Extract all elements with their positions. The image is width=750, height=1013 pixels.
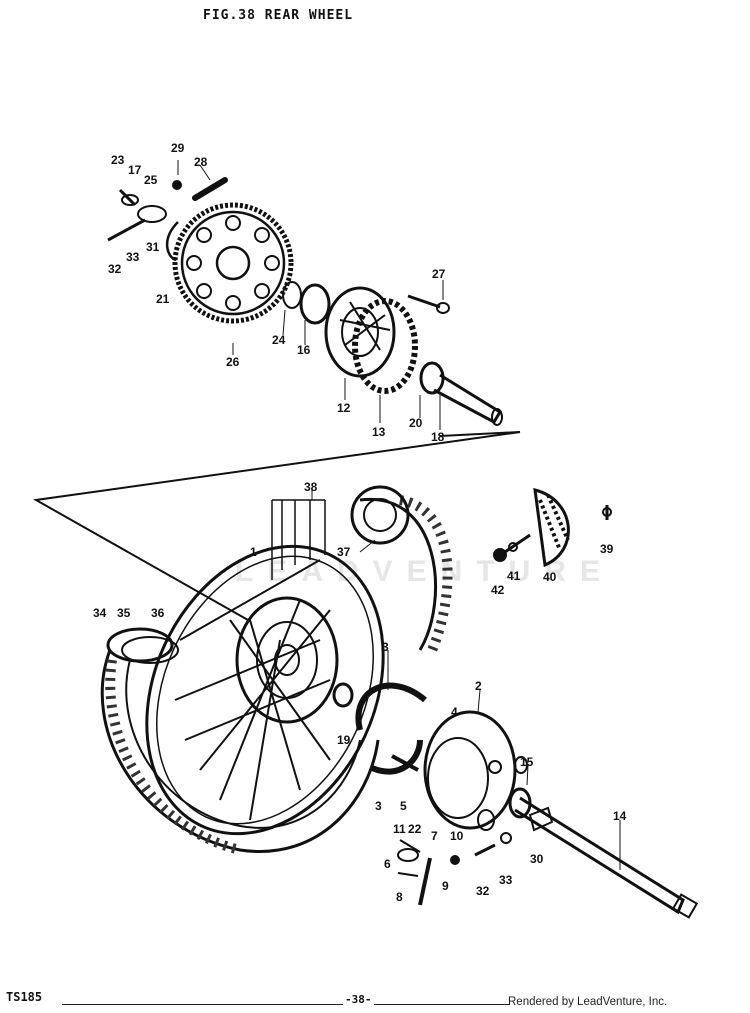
callout-label: 42 (491, 583, 505, 597)
callout-labels: 2317252928323331212624162712132018383740… (93, 141, 627, 904)
callout-label: 37 (337, 545, 351, 559)
chain-adjuster (493, 488, 612, 568)
spoke-set-lines (271, 499, 326, 580)
callout-label: 19 (337, 733, 351, 747)
callout-label: 40 (543, 570, 557, 584)
callout-label: 4 (451, 705, 458, 719)
callout-label: 15 (520, 755, 534, 769)
callout-label: 26 (226, 355, 240, 369)
callout-label: 20 (409, 416, 423, 430)
callout-label: 22 (408, 822, 422, 836)
rear-hub (235, 485, 410, 724)
brake-panel (423, 710, 517, 831)
callout-label: 36 (151, 606, 165, 620)
callout-label: 27 (432, 267, 446, 281)
callout-label: 39 (600, 542, 614, 556)
callout-label: 29 (171, 141, 185, 155)
callout-label: 35 (117, 606, 131, 620)
brake-cam-lever-parts (397, 832, 512, 906)
callout-label: 31 (146, 240, 160, 254)
callout-label: 30 (530, 852, 544, 866)
callout-label: 14 (613, 809, 627, 823)
callout-label: 17 (128, 163, 142, 177)
inner-tube-and-rim-band (106, 627, 179, 664)
callout-label: 16 (297, 343, 311, 357)
sprocket-bolts-and-washers (107, 177, 228, 262)
callout-label: 13 (372, 425, 386, 439)
callout-label: 24 (272, 333, 286, 347)
callout-label: 23 (111, 153, 125, 167)
callout-label: 1 (250, 545, 257, 559)
watermark-text: LEADVENTURE (235, 555, 615, 588)
callout-label: 5 (400, 799, 407, 813)
sprocket-hub-assembly (282, 281, 503, 426)
footer-rule (62, 1004, 510, 1005)
wheel-rim-and-spokes (145, 544, 385, 836)
callout-label: 3 (375, 799, 382, 813)
callout-label: 32 (476, 884, 490, 898)
callout-label: 10 (450, 829, 464, 843)
callout-label: 11 (393, 822, 406, 836)
callout-label: 33 (499, 873, 513, 887)
callout-label: 2 (475, 679, 482, 693)
callout-label: 38 (304, 480, 318, 494)
assembly-guide-line (32, 431, 521, 621)
callout-label: 18 (431, 430, 445, 444)
assembly-guide-line (439, 431, 521, 437)
callout-label: 32 (108, 262, 122, 276)
callout-label: 34 (93, 606, 107, 620)
callout-label: 6 (384, 857, 391, 871)
page-number: -38- (343, 993, 374, 1006)
rear-axle (508, 756, 699, 919)
callout-label: 12 (337, 401, 351, 415)
callout-label: 33 (126, 250, 140, 264)
callout-label: 41 (507, 569, 521, 583)
callout-label: 28 (194, 155, 208, 169)
callout-label: 8 (396, 890, 403, 904)
callout-label: 3 (382, 640, 389, 654)
callout-label: 21 (156, 292, 170, 306)
callout-label: 7 (431, 829, 438, 843)
brake-shoes (332, 682, 427, 775)
figure-title: FIG.38 REAR WHEEL (203, 8, 354, 23)
model-code: TS185 (6, 990, 43, 1004)
rear-sprocket (172, 202, 294, 324)
callout-leader-lines (177, 160, 621, 870)
callout-label: 25 (144, 173, 158, 187)
render-credit: Rendered by LeadVenture, Inc. (508, 996, 668, 1008)
callout-label: 9 (442, 879, 449, 893)
